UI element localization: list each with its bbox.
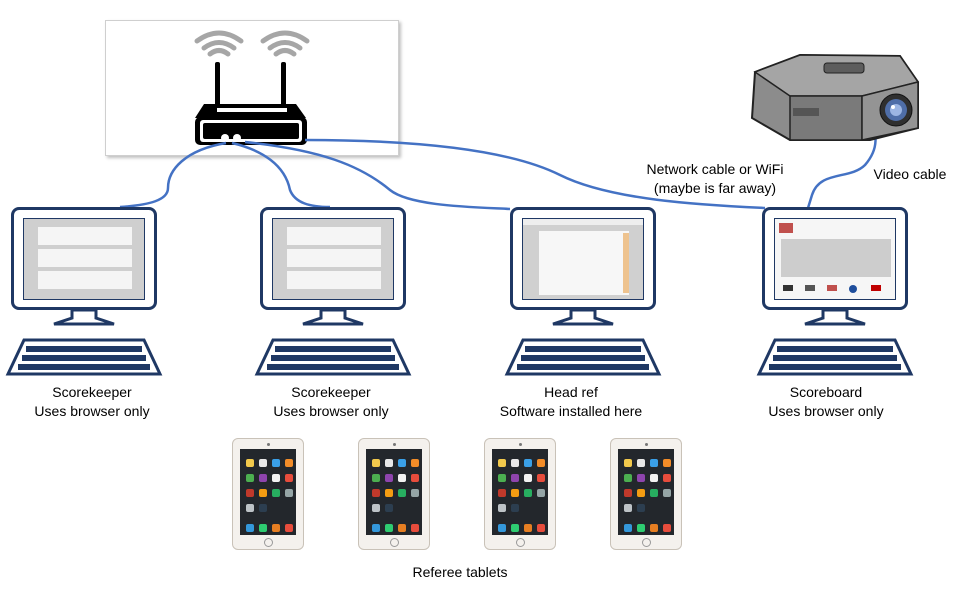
station-scoreboard — [755, 207, 915, 383]
network-cable-label: Network cable or WiFi (maybe is far away… — [640, 160, 790, 198]
station-subtitle: Uses browser only — [768, 403, 884, 419]
keyboard-icon — [5, 310, 163, 376]
tablet-icon — [358, 438, 430, 550]
station-subtitle: Software installed here — [499, 403, 643, 419]
computer-icon — [260, 207, 406, 310]
station-head-ref — [503, 207, 663, 383]
screen-content — [522, 218, 644, 300]
computer-icon — [762, 207, 908, 310]
keyboard-icon — [756, 310, 914, 376]
station-title: Head ref — [544, 384, 598, 400]
screen-content — [774, 218, 896, 300]
projector-icon — [750, 53, 920, 141]
computer-icon — [510, 207, 656, 310]
station-scorekeeper-1 — [4, 207, 164, 383]
screen-content — [272, 218, 394, 300]
network-cable-text: Network cable or WiFi — [646, 161, 784, 177]
station-title: Scorekeeper — [52, 384, 132, 400]
station-label-2: Scorekeeper Uses browser only — [243, 383, 419, 421]
tablet-icon — [232, 438, 304, 550]
computer-icon — [11, 207, 157, 310]
wifi-signal-icon — [194, 30, 310, 57]
station-label-1: Scorekeeper Uses browser only — [4, 383, 180, 421]
referee-tablets-label: Referee tablets — [412, 564, 508, 580]
station-label-4: Scoreboard Uses browser only — [738, 383, 914, 421]
screen-content — [23, 218, 145, 300]
network-cables — [119, 120, 877, 211]
station-title: Scoreboard — [789, 384, 863, 400]
network-cable-note: (maybe is far away) — [653, 180, 777, 196]
station-subtitle: Uses browser only — [273, 403, 389, 419]
station-title: Scorekeeper — [291, 384, 371, 400]
keyboard-icon — [504, 310, 662, 376]
tablet-icon — [484, 438, 556, 550]
station-scorekeeper-2 — [253, 207, 413, 383]
keyboard-icon — [254, 310, 412, 376]
router-icon — [195, 62, 307, 145]
station-subtitle: Uses browser only — [34, 403, 150, 419]
tablet-icon — [610, 438, 682, 550]
video-cable-label: Video cable — [873, 166, 947, 182]
station-label-3: Head ref Software installed here — [483, 383, 659, 421]
